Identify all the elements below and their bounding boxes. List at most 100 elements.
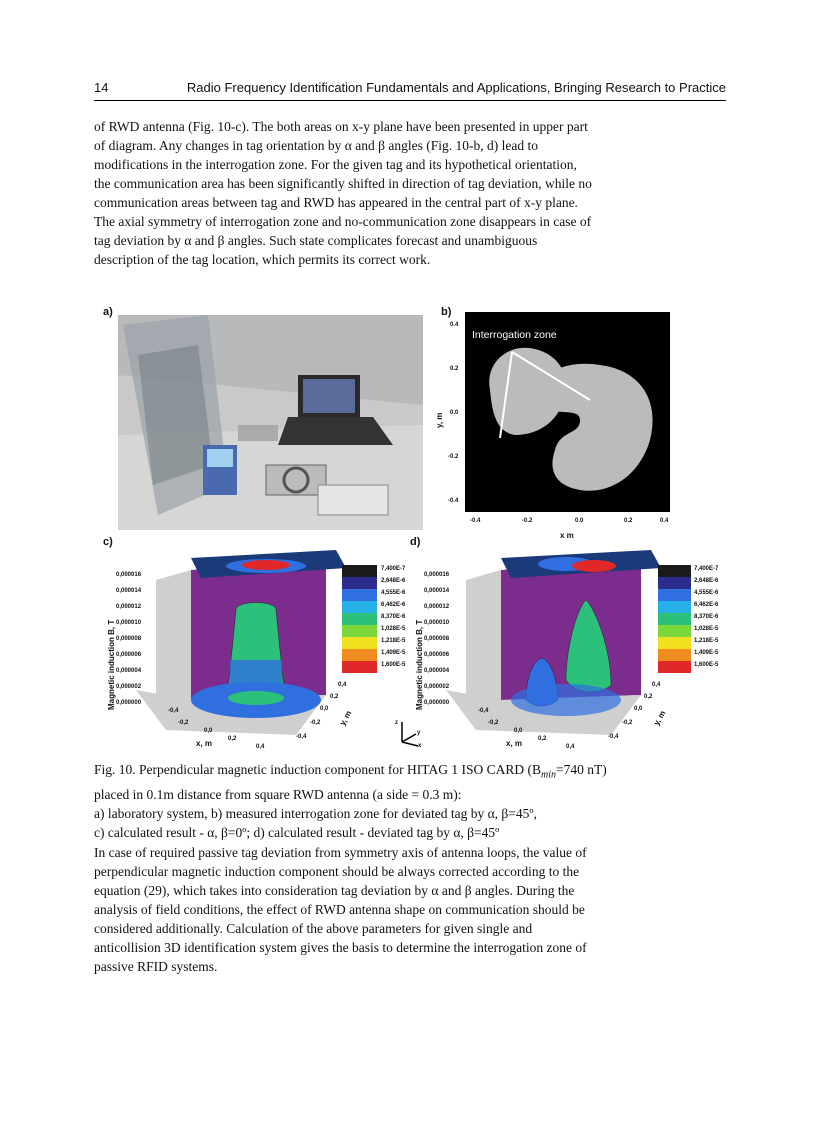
para2-line: tag deviation by α and β angles. Such st… [94,233,538,248]
caption-line: Fig. 10. Perpendicular magnetic inductio… [94,762,541,777]
z-tick: 0,000016 [424,572,450,578]
caption-line: placed in 0.1m distance from square RWD … [94,786,462,802]
b-ytick: -0.4 [448,498,459,504]
z-tick: 0,000000 [116,700,142,706]
legend-label: 7,400E-7 [694,566,719,572]
running-title: Radio Frequency Identification Fundament… [186,80,726,95]
x-label: x, m [506,739,522,748]
page-header: 14 Radio Frequency Identification Fundam… [94,80,726,101]
z-label: Magnetic induction B, T [416,620,424,710]
x-tick: 0,2 [538,736,547,742]
zone-annotation: Interrogation zone [472,329,557,341]
plot-d: 0,000016 0,000014 0,000012 0,000010 0,00… [416,550,719,750]
y-tick: 0,4 [338,682,347,688]
b-xtick: -0.4 [470,518,481,524]
para2-line: description of the tag location, which p… [94,252,431,267]
b-ytick: 0.2 [450,366,459,372]
para1-line: modifications in the interrogation zone.… [94,157,577,172]
para1-line: of RWD antenna (Fig. 10-c). The both are… [94,119,588,134]
legend-label: 1,218E-5 [381,638,406,644]
panel-a-label: a) [103,306,113,318]
para3-line: In case of required passive tag deviatio… [94,845,587,860]
z-tick: 0,000002 [116,684,142,690]
z-tick: 0,000000 [424,700,450,706]
x-tick: -0,4 [168,708,179,714]
z-tick: 0,000012 [424,604,450,610]
figure-10: a) b) Interrogation zone 0.4 0.2 0.0 -0.… [96,300,726,755]
legend-label: 7,400E-7 [381,566,406,572]
caption-subscript: min [540,769,556,781]
axis-z: z [395,720,398,726]
legend-label: 2,648E-6 [381,578,406,584]
zone-right [539,363,653,491]
z-tick: 0,000004 [116,668,142,674]
caption-line: a) laboratory system, b) measured interr… [94,805,537,821]
y-label: y, m [338,709,354,727]
x-tick: 0,0 [514,728,523,734]
b-ytick: 0.0 [450,410,459,416]
legend-label: 6,462E-6 [694,602,719,608]
b-xtick: 0.2 [624,518,633,524]
y-tick: -0,4 [608,734,619,740]
legend-c [342,565,377,673]
panel-c-label: c) [103,536,113,548]
legend-label: 1,600E-5 [381,662,406,668]
z-tick: 0,000008 [424,636,450,642]
axes-orientation-icon: z y x [395,720,422,748]
b-xlabel: x m [560,531,574,540]
legend-label: 4,555E-6 [381,590,406,596]
x-tick: 0,4 [566,744,575,750]
legend-label: 1,218E-5 [694,638,719,644]
panel-b-label: b) [441,306,452,318]
legend-label: 8,370E-6 [694,614,719,620]
b-ytick: 0.4 [450,322,459,328]
legend-label: 6,462E-6 [381,602,406,608]
para3-line: anticollision 3D identification system g… [94,940,587,955]
x-tick: -0,2 [178,720,189,726]
z-tick: 0,000010 [424,620,450,626]
b-ytick: -0.2 [448,454,459,460]
legend-label: 1,409E-5 [694,650,719,656]
legend-label: 1,028E-5 [381,626,406,632]
para3-line: equation (29), which takes into consider… [94,883,575,898]
z-tick: 0,000002 [424,684,450,690]
para1-line: the communication area has been signific… [94,176,592,191]
z-tick: 0,000014 [424,588,450,594]
paragraph-3: In case of required passive tag deviatio… [94,843,726,976]
y-tick: -0,2 [622,720,633,726]
legend-label: 1,028E-5 [694,626,719,632]
x-label: x, m [196,739,212,748]
z-tick: 0,000006 [424,652,450,658]
x-tick: -0,2 [488,720,499,726]
para1-line: of diagram. Any changes in tag orientati… [94,138,538,153]
legend-d [658,565,691,673]
y-tick: 0,2 [330,694,339,700]
legend-label: 8,370E-6 [381,614,406,620]
panel-d-label: d) [410,536,421,548]
legend-label: 4,555E-6 [694,590,719,596]
z-label: Magnetic induction B, T [107,620,116,710]
y-tick: 0,2 [644,694,653,700]
caption-line: c) calculated result - α, β=0º; d) calcu… [94,824,500,840]
y-tick: -0,4 [296,734,307,740]
para3-line: passive RFID systems. [94,959,218,974]
caption-line-end: =740 nT) [555,762,607,777]
para1-line: communication areas between tag and RWD … [94,195,578,210]
axis-y: y [417,730,421,736]
axis-x: x [418,743,422,748]
plot-c: 0,000016 0,000014 0,000012 0,000010 0,00… [107,550,406,750]
x-tick: 0,0 [204,728,213,734]
para3-line: perpendicular magnetic induction compone… [94,864,580,879]
y-tick: -0,2 [310,720,321,726]
z-tick: 0,000012 [116,604,142,610]
lab-photo [118,315,423,530]
x-tick: 0,4 [256,744,265,750]
y-tick: 0,0 [320,706,329,712]
b-xtick: 0.0 [575,518,584,524]
para3-line: analysis of field conditions, the effect… [94,902,585,917]
y-tick: 0,0 [634,706,643,712]
z-tick: 0,000014 [116,588,142,594]
legend-label: 2,648E-6 [694,578,719,584]
y-tick: 0,4 [652,682,661,688]
b-xtick: -0.2 [522,518,533,524]
